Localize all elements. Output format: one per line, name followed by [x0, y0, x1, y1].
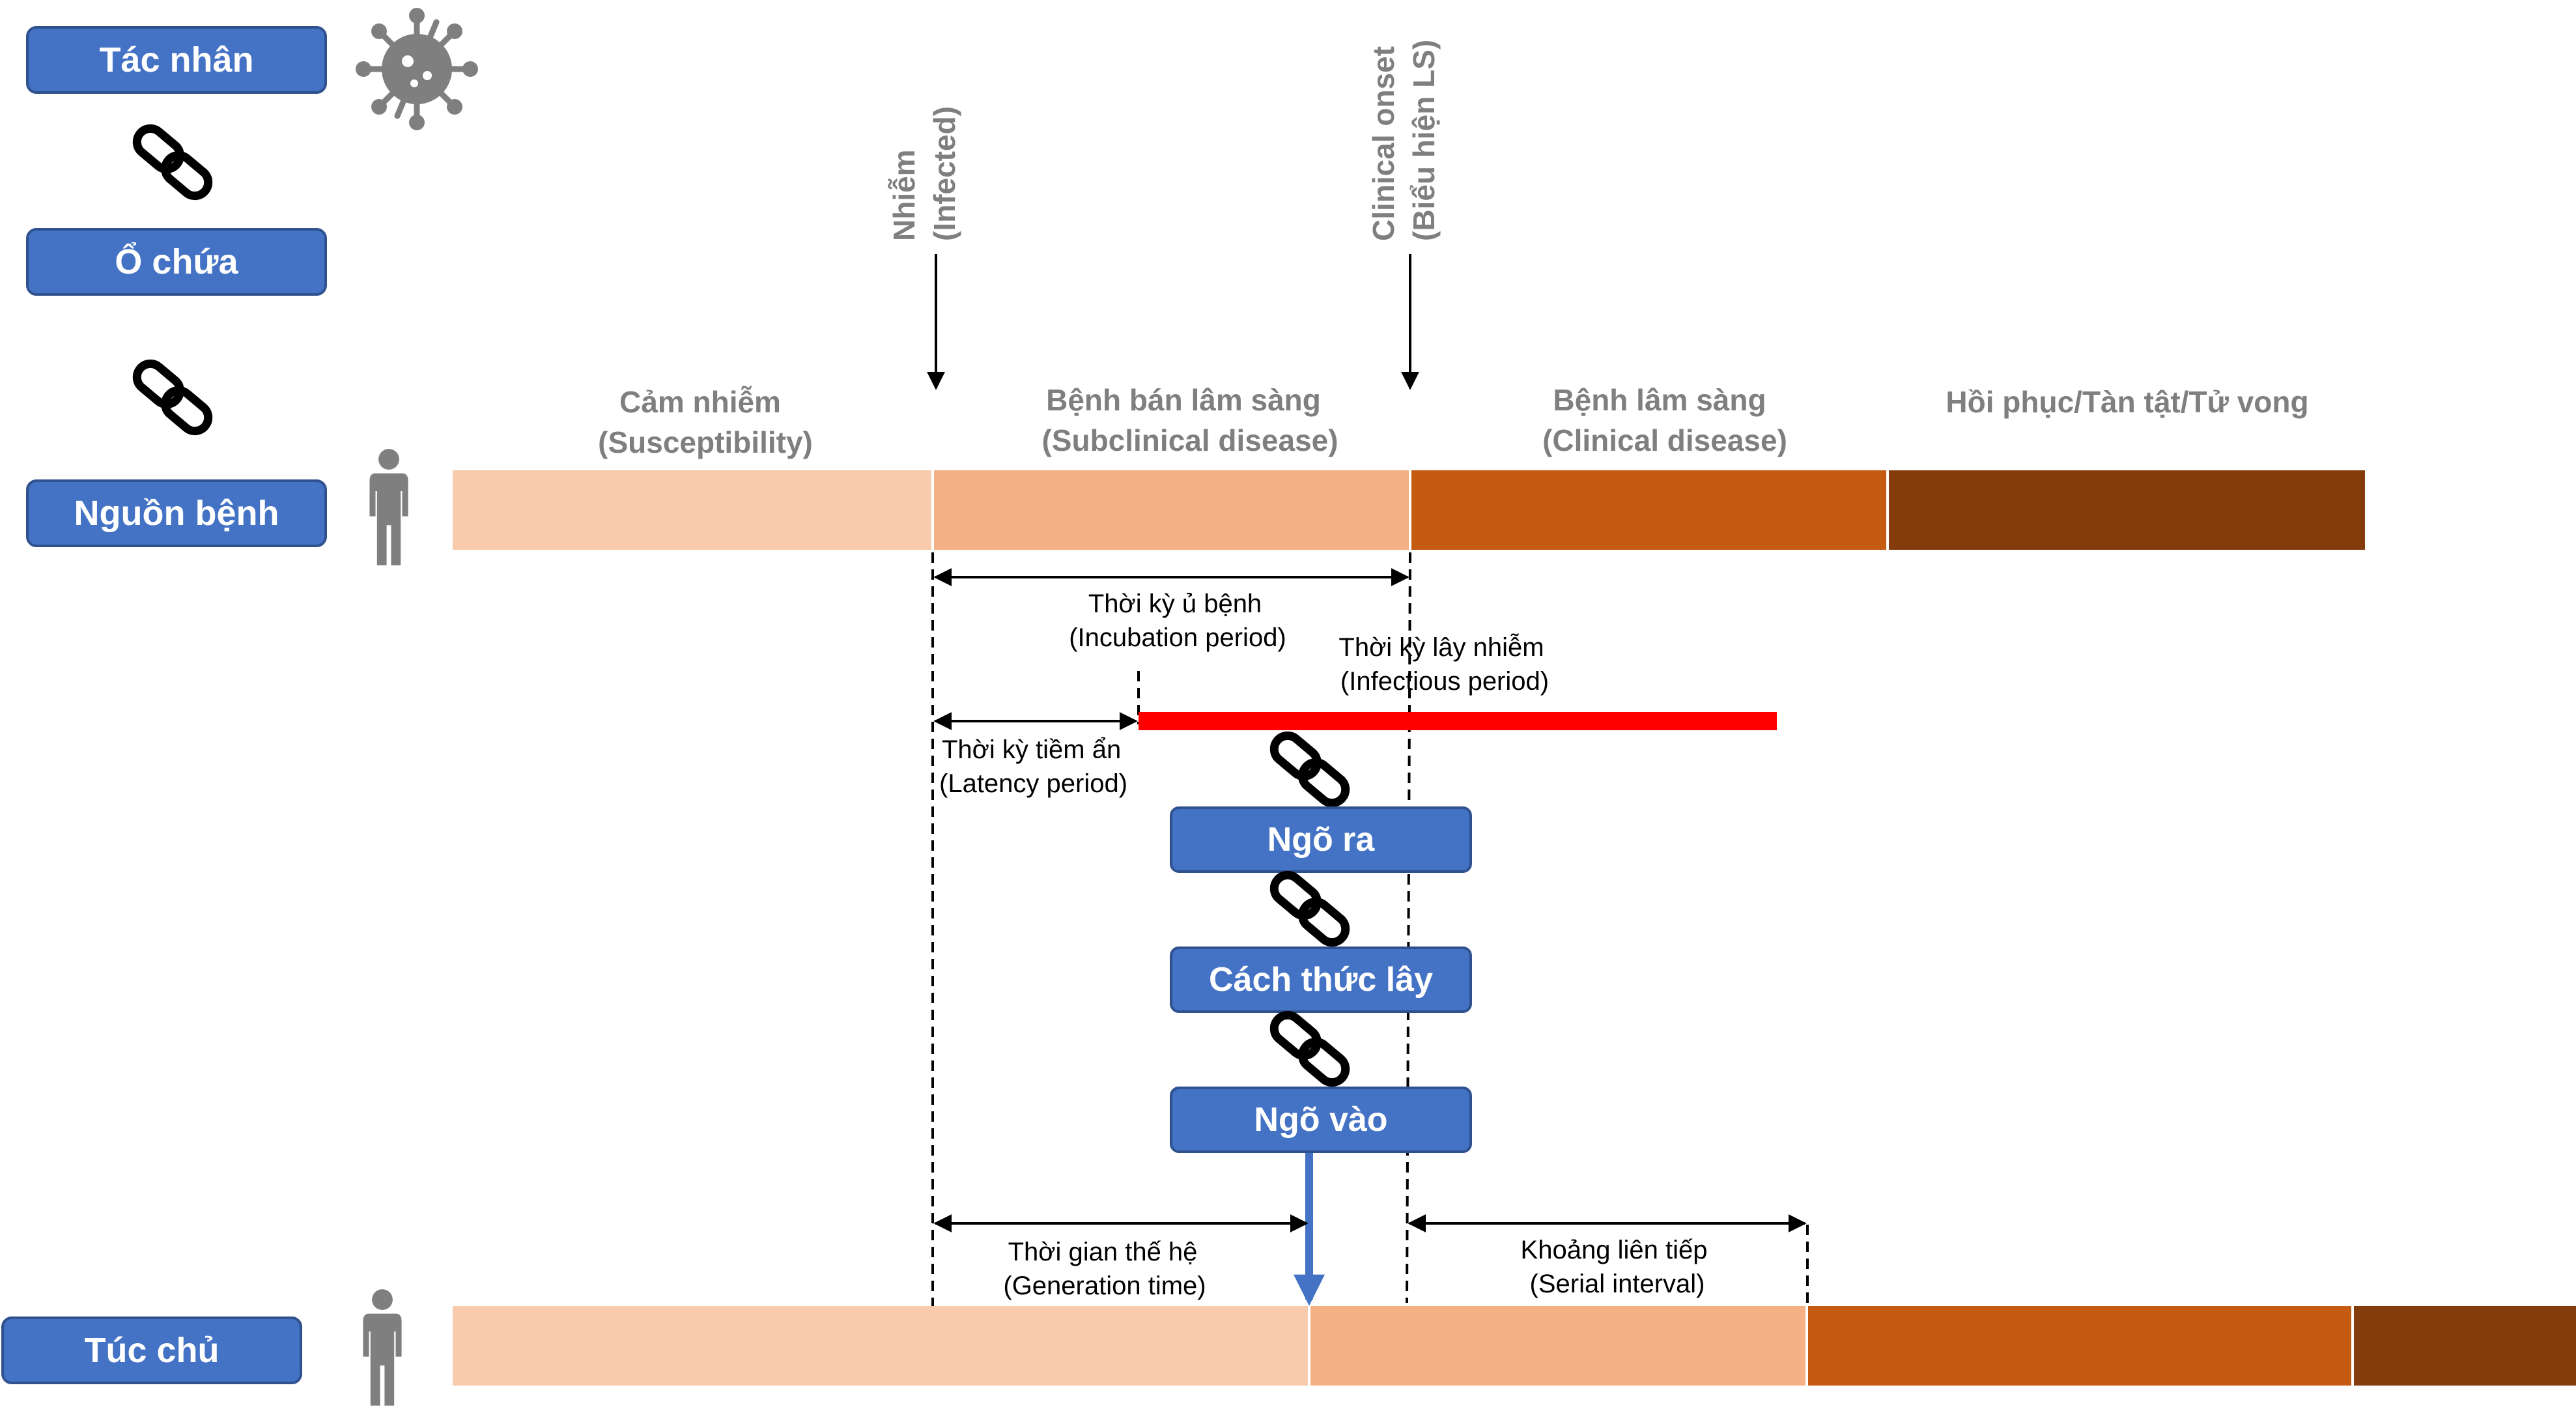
agent-label: Tác nhân — [99, 40, 253, 79]
person-icon — [363, 1289, 402, 1406]
infectious-sublabel: (Infectious period) — [1340, 667, 1549, 696]
onset-guide-line — [1406, 552, 1411, 1303]
chain-link-icon — [1269, 1010, 1351, 1088]
clinical-onset-label: Clinical onset — [1366, 46, 1400, 241]
incubation-label: Thời kỳ ủ bệnh — [1088, 590, 1262, 618]
transmission-label: Cách thức lây — [1209, 961, 1433, 999]
latency-sublabel: (Latency period) — [939, 769, 1127, 798]
host-phase-subclinical — [1309, 1306, 1807, 1386]
reservoir-box: Ổ chứa — [26, 228, 327, 296]
generation-time: Thời gian thế hệ (Generation time) — [933, 1214, 1309, 1300]
generation-sublabel: (Generation time) — [1003, 1272, 1206, 1300]
infectious-period: Thời kỳ lây nhiễm (Infectious period) — [1139, 633, 1777, 730]
serial-interval: Khoảng liên tiếp (Serial interval) — [1408, 1214, 1807, 1298]
clinical-onset-marker: Clinical onset (Biểu hiện LS) — [1366, 40, 1441, 390]
agent-box: Tác nhân — [26, 26, 327, 94]
chain-link-icon — [132, 123, 214, 201]
phase-sublabel-clinical: (Clinical disease) — [1542, 423, 1787, 457]
clinical-onset-sublabel: (Biểu hiện LS) — [1407, 40, 1441, 241]
host-timeline-bar — [453, 1306, 2576, 1386]
phase-segment-outcome — [1888, 470, 2365, 550]
phase-segment-subclinical — [933, 470, 1410, 550]
virus-icon — [356, 8, 478, 130]
chain-link-icon — [1269, 730, 1351, 808]
portal-exit-label: Ngõ ra — [1267, 821, 1376, 859]
infectious-label: Thời kỳ lây nhiễm — [1338, 633, 1544, 662]
host-phase-susceptibility — [453, 1306, 1309, 1386]
latency-label: Thời kỳ tiềm ẩn — [942, 735, 1121, 764]
portal-exit-box: Ngõ ra — [1170, 806, 1472, 873]
transmission-box: Cách thức lây — [1170, 946, 1472, 1013]
host-label: Túc chủ — [84, 1331, 219, 1370]
infectious-period-bar — [1139, 712, 1777, 730]
phase-label-outcome: Hồi phục/Tàn tật/Tử vong — [1946, 385, 2308, 419]
host-phase-clinical — [1807, 1306, 2353, 1386]
phase-segment-susceptibility — [453, 470, 933, 550]
person-icon — [369, 449, 408, 565]
chain-link-icon — [132, 358, 214, 436]
phase-label-clinical: Bệnh lâm sàng — [1553, 383, 1766, 417]
infected-sublabel: (Infected) — [927, 106, 961, 241]
phase-sublabel-subclinical: (Subclinical disease) — [1041, 423, 1338, 457]
latency-period: Thời kỳ tiềm ẩn (Latency period) — [933, 712, 1138, 798]
chain-link-icon — [1269, 870, 1351, 948]
incubation-sublabel: (Incubation period) — [1069, 623, 1286, 652]
phase-sublabel-susceptibility: (Susceptibility) — [598, 425, 813, 459]
portal-entry-label: Ngõ vào — [1254, 1101, 1387, 1139]
reservoir-label: Ổ chứa — [115, 242, 238, 281]
serial-sublabel: (Serial interval) — [1530, 1270, 1705, 1298]
host-phase-outcome — [2353, 1306, 2576, 1386]
source-label: Nguồn bệnh — [74, 494, 279, 533]
portal-entry-box: Ngõ vào — [1170, 1087, 1472, 1153]
phase-label-subclinical: Bệnh bán lâm sàng — [1046, 383, 1321, 417]
phase-segment-clinical — [1410, 470, 1888, 550]
source-box: Nguồn bệnh — [26, 479, 327, 547]
infected-label: Nhiễm — [887, 149, 921, 241]
source-timeline-bar — [453, 470, 2365, 550]
incubation-period: Thời kỳ ủ bệnh (Incubation period) — [933, 568, 1409, 652]
host-box: Túc chủ — [1, 1316, 302, 1384]
generation-label: Thời gian thế hệ — [1008, 1238, 1198, 1266]
phase-label-susceptibility: Cảm nhiễm — [619, 385, 781, 419]
infected-marker: Nhiễm (Infected) — [887, 106, 961, 390]
serial-label: Khoảng liên tiếp — [1521, 1236, 1708, 1264]
